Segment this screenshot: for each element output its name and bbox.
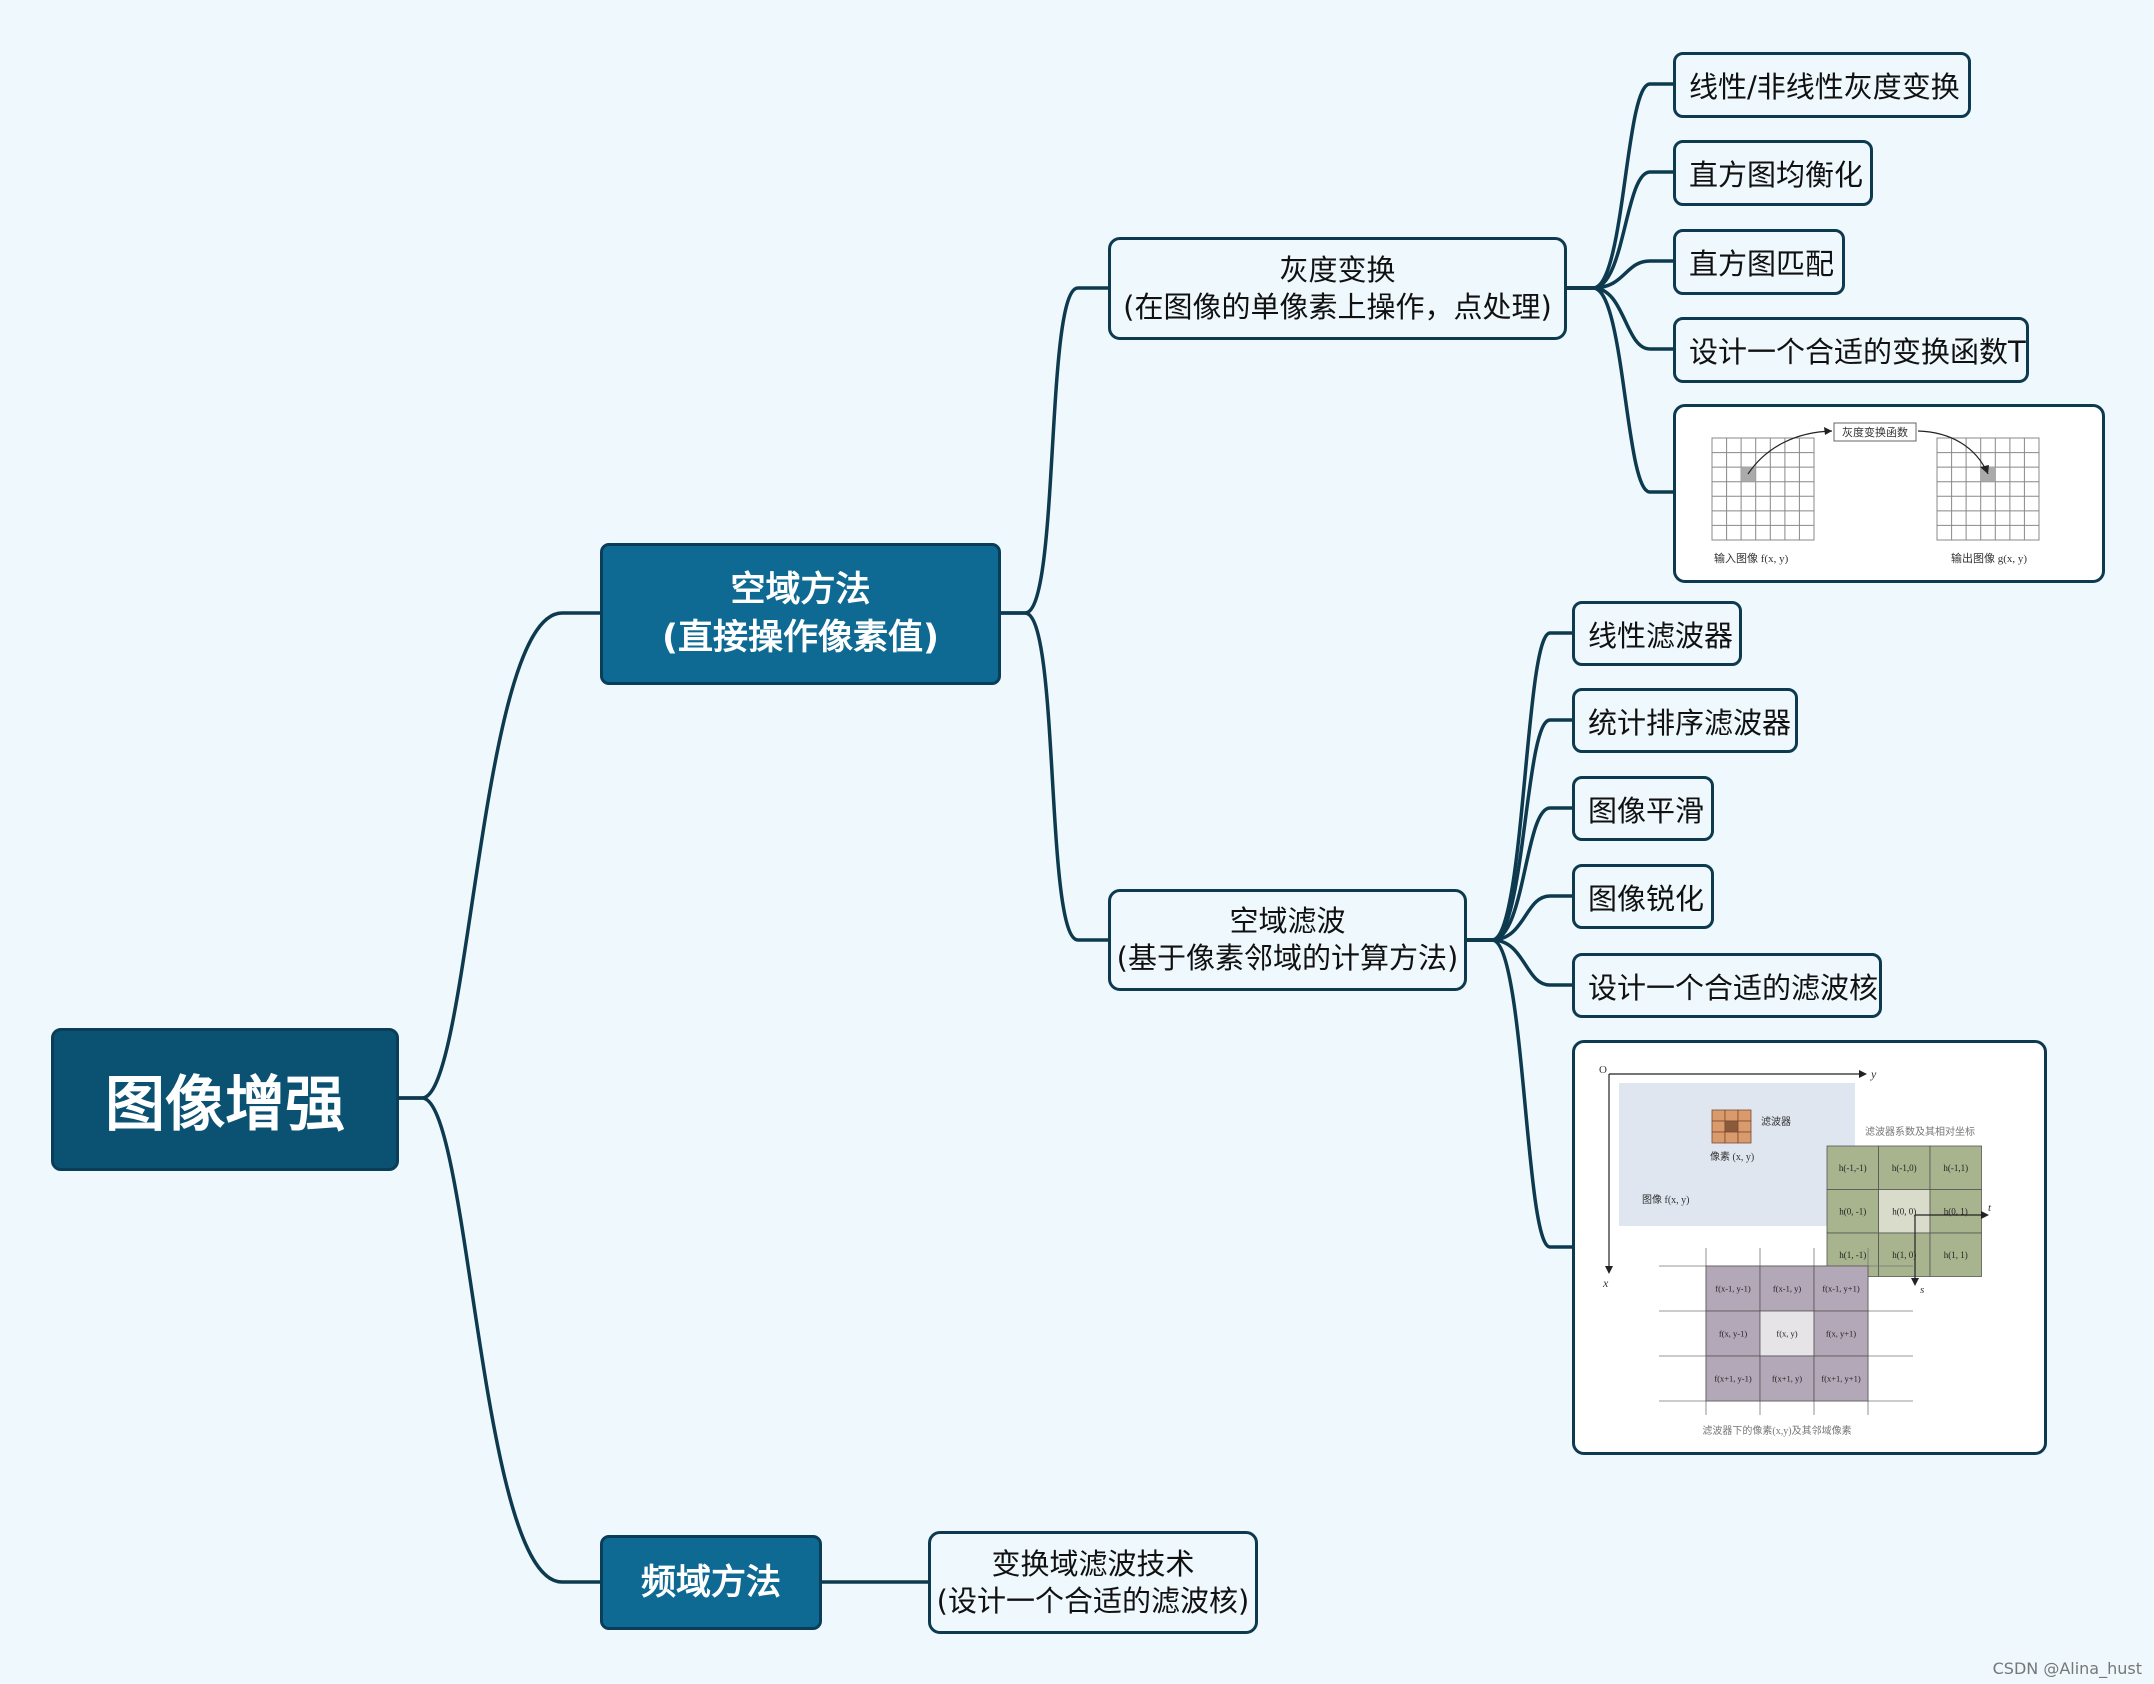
gray-transform-diagram: 灰度变换函数 输入图像 f(x, y) 输出图像 g(x, y)	[1711, 422, 2040, 565]
transform-domain-node[interactable]: 变换域滤波技术 (设计一个合适的滤波核)	[928, 1531, 1258, 1634]
pixel-text: f(x+1, y)	[1772, 1374, 1802, 1384]
coef-cell	[1929, 1232, 1982, 1277]
coef-grid: h(-1,-1) h(-1,0) h(-1,1) h(0, -1) h(0, 0) h(0…	[1826, 1145, 1982, 1277]
pixel-text: f(x-1, y-1)	[1715, 1284, 1751, 1294]
coef-cell	[1878, 1145, 1931, 1190]
watermark: CSDN @Alina_hust	[1992, 1659, 2142, 1678]
spatial-method-node[interactable]: 空域方法 (直接操作像素值)	[600, 543, 1001, 685]
leaf-label: 统计排序滤波器	[1588, 705, 1792, 740]
gray-transform-node[interactable]: 灰度变换 (在图像的单像素上操作，点处理)	[1108, 237, 1567, 340]
leaf-histogram-equalization[interactable]: 直方图均衡化	[1673, 140, 1873, 206]
leaf-label: 线性滤波器	[1588, 618, 1734, 653]
coef-cell	[1878, 1232, 1931, 1277]
gray-transform-subtitle: (在图像的单像素上操作，点处理)	[1123, 289, 1552, 324]
leaf-image-smoothing[interactable]: 图像平滑	[1572, 776, 1714, 841]
pixel-text: f(x, y)	[1776, 1329, 1797, 1339]
leaf-label: 线性/非线性灰度变换	[1689, 70, 1960, 104]
spatial-filter-figure[interactable]: O y x 滤波器 像素 (x, y) 图像 f(x, y) 滤波器系数及其相对…	[1572, 1040, 2047, 1455]
leaf-image-sharpening[interactable]: 图像锐化	[1572, 864, 1714, 929]
root-label: 图像增强	[105, 1070, 345, 1140]
origin-label: O	[1599, 1064, 1607, 1076]
coef-text: h(-1,-1)	[1839, 1163, 1867, 1173]
spatial-filter-title: 空域滤波	[1229, 904, 1346, 938]
frequency-title: 频域方法	[640, 1562, 781, 1603]
coef-text: h(1, -1)	[1839, 1250, 1866, 1260]
pixel-text: f(x+1, y-1)	[1714, 1374, 1752, 1384]
image-label: 图像 f(x, y)	[1642, 1194, 1690, 1206]
pixel-caption: 滤波器下的像素(x,y)及其邻域像素	[1702, 1424, 1851, 1437]
leaf-label: 设计一个合适的滤波核	[1588, 970, 1879, 1005]
leaf-design-transform[interactable]: 设计一个合适的变换函数T	[1673, 317, 2029, 383]
input-image-label: 输入图像 f(x, y)	[1714, 551, 1789, 565]
output-image-label: 输出图像 g(x, y)	[1951, 551, 2027, 565]
frequency-method-node[interactable]: 频域方法	[600, 1535, 822, 1630]
pixel-text: f(x-1, y+1)	[1822, 1284, 1860, 1294]
spatial-filter-subtitle: (基于像素邻域的计算方法)	[1116, 941, 1459, 975]
coef-text: h(0, -1)	[1839, 1206, 1866, 1216]
coef-text: h(0, 1)	[1944, 1206, 1968, 1216]
root-node[interactable]: 图像增强	[51, 1028, 399, 1171]
pixel-text: f(x, y+1)	[1826, 1329, 1856, 1339]
transform-domain-title: 变换域滤波技术	[991, 1546, 1195, 1581]
coef-text: h(1, 1)	[1944, 1250, 1968, 1260]
pixel-text: f(x+1, y+1)	[1821, 1374, 1860, 1384]
coef-text: h(1, 0)	[1892, 1250, 1916, 1260]
leaf-histogram-matching[interactable]: 直方图匹配	[1673, 229, 1845, 295]
pixel-cell	[1705, 1310, 1761, 1357]
pixel-label: 像素 (x, y)	[1710, 1150, 1754, 1163]
gray-transform-title: 灰度变换	[1279, 252, 1396, 287]
pixel-cell	[1813, 1310, 1869, 1357]
pixel-cell	[1705, 1265, 1761, 1312]
pixel-cell	[1759, 1355, 1815, 1402]
pixel-grid: f(x-1, y-1) f(x-1, y) f(x-1, y+1) f(x, y-1)…	[1705, 1265, 1869, 1402]
leaf-label: 设计一个合适的变换函数T	[1689, 335, 2026, 369]
coef-cell	[1929, 1145, 1982, 1190]
pixel-text: f(x, y-1)	[1719, 1329, 1747, 1339]
pixel-cell	[1813, 1355, 1869, 1402]
func-label: 灰度变换函数	[1842, 425, 1908, 439]
pixel-text: f(x-1, y)	[1773, 1284, 1801, 1294]
filter-label: 滤波器	[1761, 1115, 1791, 1128]
pixel-cell	[1813, 1265, 1869, 1312]
spatial-subtitle: (直接操作像素值)	[662, 618, 939, 658]
x-axis-label: x	[1602, 1276, 1609, 1290]
leaf-gray-linear[interactable]: 线性/非线性灰度变换	[1673, 52, 1971, 118]
pixel-cell	[1705, 1355, 1761, 1402]
s-axis-label: s	[1920, 1284, 1924, 1296]
spatial-filter-diagram: O y x 滤波器 像素 (x, y) 图像 f(x, y) 滤波器系数及其相对…	[1599, 1064, 1992, 1437]
coef-text: h(0, 0)	[1892, 1206, 1916, 1216]
leaf-label: 直方图均衡化	[1689, 158, 1864, 192]
pixel-cell	[1759, 1310, 1815, 1357]
leaf-order-statistic-filter[interactable]: 统计排序滤波器	[1572, 688, 1798, 753]
coef-text: h(-1,0)	[1892, 1163, 1917, 1173]
leaf-linear-filter[interactable]: 线性滤波器	[1572, 601, 1742, 666]
leaf-label: 图像锐化	[1588, 881, 1705, 916]
leaf-label: 图像平滑	[1588, 793, 1705, 828]
leaf-label: 直方图匹配	[1689, 247, 1835, 281]
coef-cell	[1826, 1145, 1879, 1190]
gray-transform-figure[interactable]: 灰度变换函数 输入图像 f(x, y) 输出图像 g(x, y)	[1673, 404, 2105, 583]
spatial-title: 空域方法	[730, 570, 871, 610]
spatial-filter-node[interactable]: 空域滤波 (基于像素邻域的计算方法)	[1108, 889, 1467, 991]
leaf-design-kernel[interactable]: 设计一个合适的滤波核	[1572, 953, 1882, 1018]
transform-domain-subtitle: (设计一个合适的滤波核)	[936, 1583, 1250, 1618]
coef-text: h(-1,1)	[1943, 1163, 1968, 1173]
y-axis-label: y	[1870, 1067, 1877, 1081]
coef-title: 滤波器系数及其相对坐标	[1865, 1125, 1975, 1138]
pixel-cell	[1759, 1265, 1815, 1312]
t-axis-label: t	[1988, 1202, 1992, 1214]
